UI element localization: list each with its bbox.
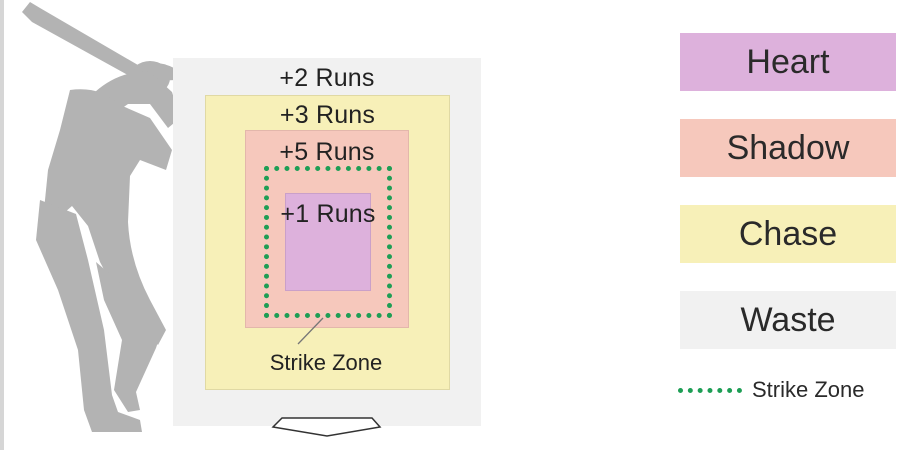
legend-strike-zone-label: Strike Zone xyxy=(752,377,865,402)
heart-zone xyxy=(285,193,371,291)
legend-chase: Chase xyxy=(680,205,896,263)
strike-zone-dots-icon xyxy=(678,387,742,393)
legend-strike-zone: Strike Zone xyxy=(678,377,865,403)
strike-zone-label: Strike Zone xyxy=(269,350,383,375)
strike-zone-outline xyxy=(264,166,392,318)
legend-shadow: Shadow xyxy=(680,119,896,177)
legend-heart: Heart xyxy=(680,33,896,91)
waste-zone-label: +2 Runs xyxy=(279,64,375,92)
chase-zone-label: +3 Runs xyxy=(279,101,376,129)
shadow-zone-label: +5 Runs xyxy=(279,138,375,166)
batter-silhouette-icon xyxy=(22,2,180,432)
heart-zone-label: +1 Runs xyxy=(280,200,376,228)
left-border xyxy=(0,0,4,450)
legend-waste: Waste xyxy=(680,291,896,349)
